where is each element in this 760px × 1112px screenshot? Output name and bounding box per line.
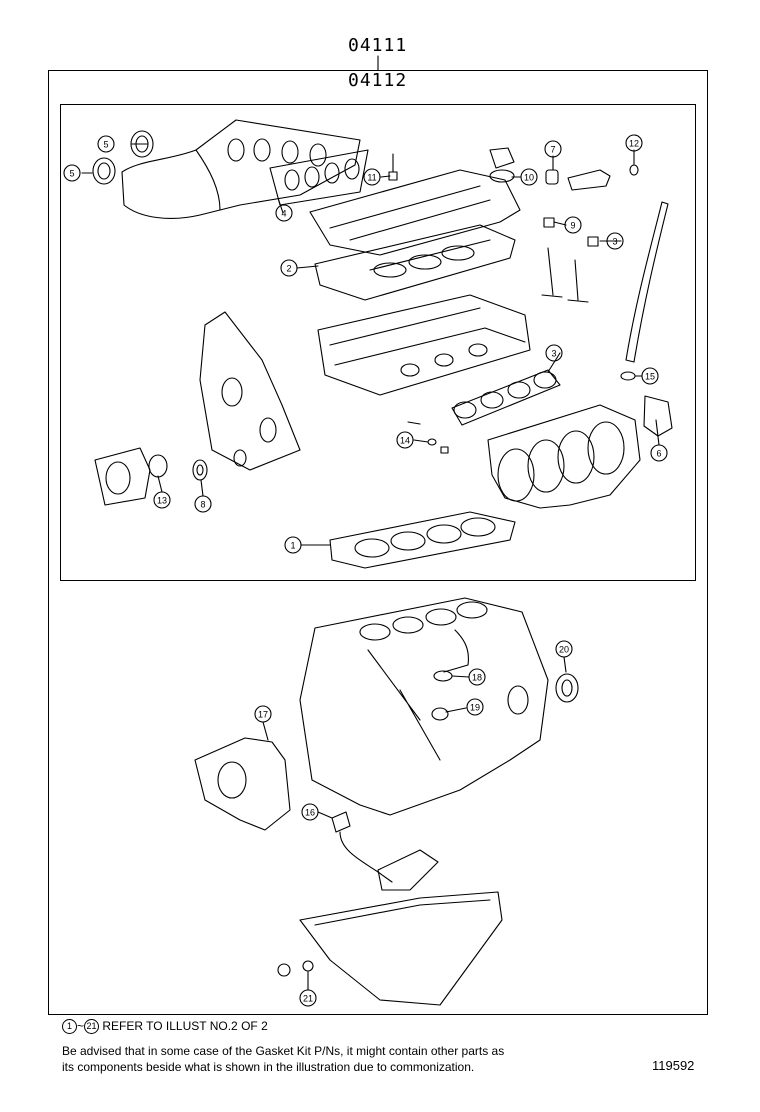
- svg-text:21: 21: [303, 994, 313, 1004]
- callout-4: 4: [275, 204, 293, 222]
- svg-text:4: 4: [281, 209, 286, 219]
- head-cover-gasket: [314, 224, 516, 301]
- callout-20: 20: [555, 640, 573, 658]
- callout-18: 18: [468, 668, 486, 686]
- svg-text:6: 6: [656, 449, 661, 459]
- kit-code-inner: 04112: [348, 70, 408, 91]
- seal-rings-5: [92, 130, 154, 185]
- callout-21: 21: [299, 989, 317, 1007]
- svg-text:3: 3: [551, 349, 556, 359]
- rear-oil-seal-retainer: [194, 737, 291, 831]
- timing-chain-cover: [199, 311, 301, 471]
- cylinder-head-gasket: [329, 511, 516, 569]
- svg-text:3: 3: [612, 237, 617, 247]
- intake-manifold-gasket: [451, 369, 561, 426]
- small-parts-7-12: [543, 164, 639, 247]
- range-start-badge: 1: [62, 1019, 77, 1035]
- oil-filler-cap: [489, 147, 515, 183]
- bolts-14: [407, 421, 449, 454]
- part-callouts: 1 2 3 3 4 5 5 6 7 8 9 10 11 12 13 14 15 …: [63, 134, 668, 1007]
- leader-lines: [81, 143, 660, 991]
- illustration-reference-number: 119592: [652, 1058, 695, 1073]
- svg-text:14: 14: [400, 436, 410, 446]
- svg-text:9: 9: [570, 221, 575, 231]
- range-end-badge: 21: [84, 1019, 100, 1035]
- svg-text:8: 8: [200, 500, 205, 510]
- callout-16: 16: [301, 803, 319, 821]
- svg-text:10: 10: [524, 173, 534, 183]
- intake-manifold: [487, 404, 641, 509]
- throttle-body-gasket: [643, 395, 673, 437]
- inner-kit-frame: [60, 104, 696, 581]
- valves: [541, 247, 589, 303]
- advisory-line-2: its components beside what is shown in t…: [62, 1060, 475, 1074]
- oil-strainer: [331, 811, 439, 891]
- exhaust-manifold: [121, 119, 361, 219]
- callout-11: 11: [363, 168, 381, 186]
- exhaust-manifold-gasket: [269, 149, 369, 206]
- callout-7: 7: [544, 140, 562, 158]
- callout-9: 9: [564, 216, 582, 234]
- svg-text:19: 19: [470, 703, 480, 713]
- callout-5a: 5: [97, 135, 115, 153]
- svg-text:17: 17: [258, 710, 268, 720]
- range-separator: ~: [77, 1019, 85, 1033]
- svg-text:18: 18: [472, 673, 482, 683]
- svg-text:12: 12: [629, 139, 639, 149]
- callout-17: 17: [254, 705, 272, 723]
- callout-10: 10: [520, 168, 538, 186]
- callout-15: 15: [641, 367, 659, 385]
- advisory-line-1: Be advised that in some case of the Gask…: [62, 1044, 505, 1058]
- svg-text:16: 16: [305, 808, 315, 818]
- callout-8: 8: [194, 495, 212, 513]
- callout-3b: 3: [606, 232, 624, 250]
- kit-code-outer: 04111: [348, 35, 408, 56]
- svg-text:1: 1: [290, 541, 295, 551]
- callout-12: 12: [625, 134, 643, 152]
- callout-2: 2: [280, 259, 298, 277]
- callout-6: 6: [650, 444, 668, 462]
- oil-dipstick-guide: [620, 201, 669, 381]
- callout-3a: 3: [545, 344, 563, 362]
- callout-1: 1: [284, 536, 302, 554]
- callout-13: 13: [153, 491, 171, 509]
- svg-text:5: 5: [103, 140, 108, 150]
- block-seals: [431, 670, 579, 721]
- svg-text:11: 11: [367, 173, 376, 183]
- refer-text: REFER TO ILLUST NO.2 OF 2: [102, 1019, 268, 1033]
- svg-text:2: 2: [286, 264, 291, 274]
- water-pump: [94, 447, 208, 506]
- oil-pan: [277, 891, 503, 1006]
- cylinder-head: [317, 294, 531, 396]
- refer-note: 1~21 REFER TO ILLUST NO.2 OF 2: [62, 1018, 268, 1035]
- svg-text:7: 7: [550, 145, 555, 155]
- cylinder-head-cover: [309, 169, 521, 256]
- cylinder-block: [299, 597, 549, 816]
- svg-text:15: 15: [645, 372, 655, 382]
- svg-text:5: 5: [69, 169, 74, 179]
- callout-5b: 5: [63, 164, 81, 182]
- svg-text:20: 20: [559, 645, 569, 655]
- svg-text:13: 13: [157, 496, 167, 506]
- callout-19: 19: [466, 698, 484, 716]
- callout-14: 14: [396, 431, 414, 449]
